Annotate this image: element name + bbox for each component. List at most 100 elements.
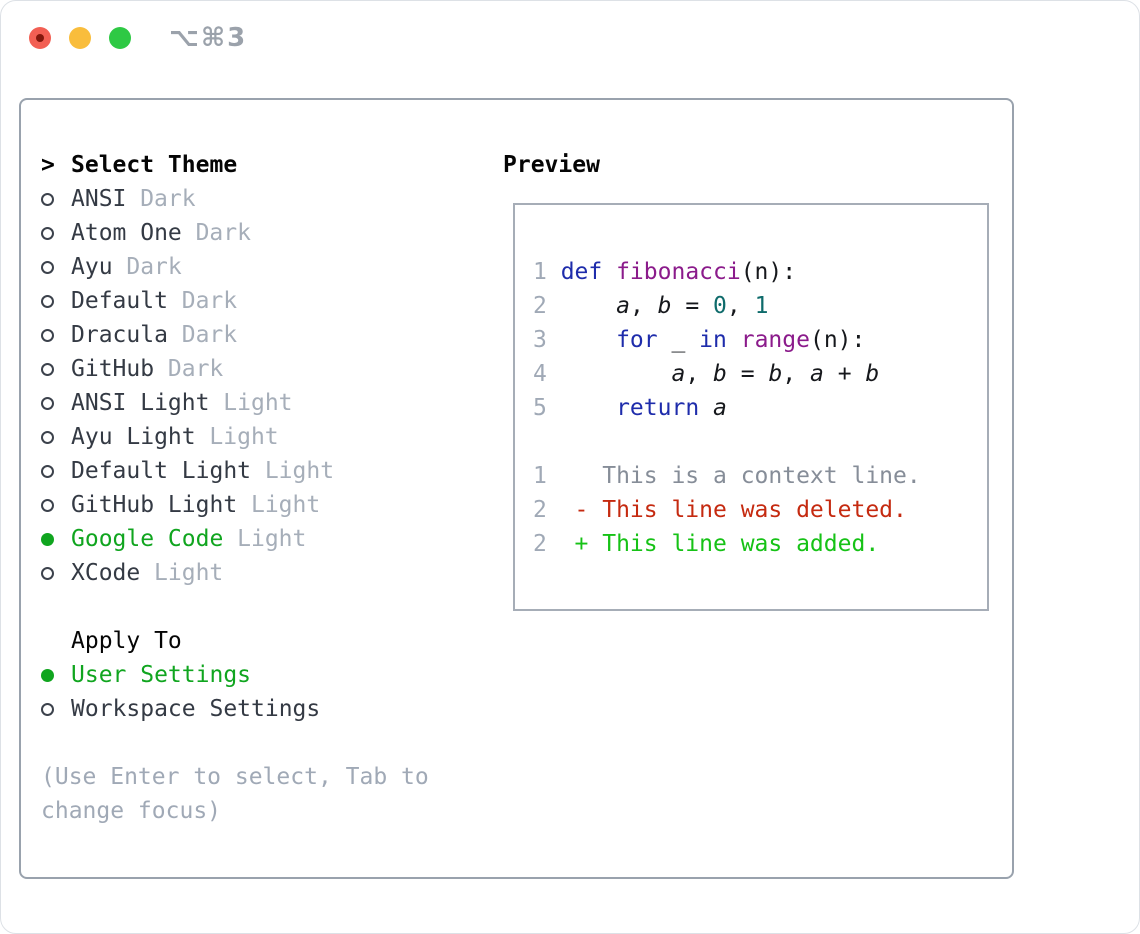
code-token: return [616, 395, 700, 421]
radio-unselected-icon [41, 498, 54, 512]
line-number: 3 [533, 327, 547, 353]
line-number: 1 [533, 259, 547, 285]
traffic-lights [29, 27, 131, 49]
apply-to-title: Apply To [71, 628, 182, 654]
code-token: a [616, 293, 630, 319]
code-token: = [726, 361, 769, 387]
code-token [561, 327, 616, 353]
theme-variant-tag: Light [209, 424, 279, 450]
select-theme-title: Select Theme [71, 152, 238, 178]
diff-text: This is a context line. [560, 463, 921, 489]
apply-option-workspace-settings[interactable]: Workspace Settings [41, 692, 1012, 726]
radio-unselected-icon [41, 566, 54, 580]
code-token: , [782, 361, 810, 387]
radio-unselected-icon [41, 192, 54, 206]
code-token: (n): [740, 259, 797, 285]
code-token: b [768, 361, 783, 387]
apply-option-label: User Settings [71, 662, 252, 688]
diff-preview: 1 This is a context line.2 - This line w… [533, 459, 987, 561]
code-line: 3 for _ in range(n): [533, 323, 987, 357]
help-text-line-2: change focus) [41, 798, 222, 824]
theme-name: Ayu Light [71, 424, 196, 450]
diff-line-del: 2 - This line was deleted. [533, 493, 987, 527]
theme-variant-tag: Dark [195, 220, 251, 246]
code-token: in [699, 327, 727, 353]
theme-variant-tag: Dark [140, 186, 196, 212]
preview-title: Preview [503, 152, 600, 178]
theme-name: ANSI [71, 186, 127, 212]
code-line: 4 a, b = b, a + b [533, 357, 987, 391]
radio-unselected-icon [41, 464, 54, 478]
zoom-button-icon[interactable] [109, 27, 131, 49]
theme-variant-tag: Dark [167, 356, 224, 382]
theme-name: Default [71, 288, 168, 314]
theme-option-ayu[interactable]: Ayu Dark [41, 250, 1012, 284]
code-token: , [685, 361, 714, 387]
theme-variant-tag: Light [237, 526, 307, 552]
code-token: range [740, 327, 810, 353]
theme-name: Atom One [71, 220, 182, 246]
radio-unselected-icon [41, 260, 54, 274]
theme-variant-tag: Dark [126, 254, 182, 280]
radio-unselected-icon [41, 294, 54, 308]
theme-variant-tag: Light [264, 458, 335, 484]
theme-variant-tag: Light [223, 390, 293, 416]
line-number: 4 [533, 361, 547, 387]
radio-selected-icon [41, 532, 54, 546]
theme-option-ayu-light[interactable]: Ayu Light Light [41, 420, 1012, 454]
code-token: _ [657, 327, 700, 353]
code-token: a [810, 361, 824, 387]
radio-unselected-icon [41, 328, 54, 342]
line-number: 5 [533, 395, 547, 421]
theme-option-atom-one[interactable]: Atom One Dark [41, 216, 1012, 250]
theme-name: GitHub Light [71, 492, 238, 518]
theme-name: Ayu [71, 254, 113, 280]
diff-text: + This line was added. [560, 531, 880, 557]
theme-option-ansi[interactable]: ANSI Dark [41, 182, 1012, 216]
code-token [727, 327, 741, 353]
code-token: (n): [809, 327, 866, 353]
theme-option-xcode[interactable]: XCode Light [41, 556, 1012, 590]
code-token: , [629, 293, 658, 319]
code-token: 0 [713, 293, 727, 319]
code-token: fibonacci [616, 259, 741, 285]
radio-unselected-icon [41, 396, 54, 410]
select-theme-header: > Select Theme [41, 148, 1012, 182]
radio-unselected-icon [41, 430, 54, 444]
code-line: 5 return a [533, 391, 987, 425]
diff-line-add: 2 + This line was added. [533, 527, 987, 561]
close-button-icon[interactable] [29, 27, 51, 49]
radio-unselected-icon [41, 362, 54, 376]
code-token: a [671, 361, 686, 387]
minimize-button-icon[interactable] [69, 27, 91, 49]
theme-variant-tag: Light [154, 560, 224, 586]
theme-name: XCode [71, 560, 141, 586]
code-token: b [865, 361, 880, 387]
code-line: 2 a, b = 0, 1 [533, 289, 987, 323]
code-token [561, 361, 672, 387]
spacer [41, 726, 1012, 760]
code-token: b [713, 361, 727, 387]
help-text-line-1: (Use Enter to select, Tab to [41, 764, 429, 790]
radio-selected-icon [41, 668, 54, 682]
radio-unselected-icon [41, 226, 54, 240]
code-token: , [726, 293, 755, 319]
code-token [561, 293, 616, 319]
code-token [561, 395, 616, 421]
apply-option-user-settings[interactable]: User Settings [41, 658, 1012, 692]
apply-option-label: Workspace Settings [71, 696, 321, 722]
code-token: + [823, 361, 866, 387]
focus-caret-icon: > [41, 152, 55, 178]
line-number: 2 [533, 497, 547, 523]
